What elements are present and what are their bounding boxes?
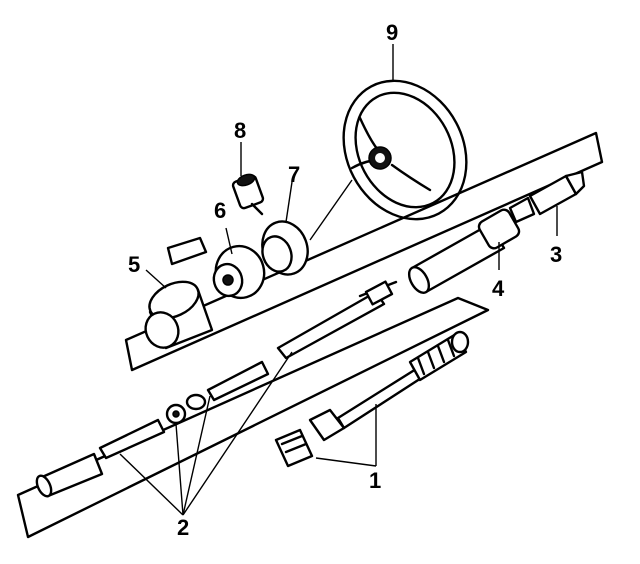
callout-9: 9 (386, 20, 398, 45)
callout-3: 3 (550, 242, 562, 267)
callout-5: 5 (128, 252, 140, 277)
leader-lines (119, 44, 558, 516)
steering-shaft (274, 330, 470, 468)
column-housing (144, 236, 214, 350)
upper-panel (124, 131, 604, 372)
callout-4: 4 (492, 276, 505, 301)
lever-end (528, 170, 586, 216)
bearing (212, 244, 266, 300)
callout-8: 8 (234, 118, 246, 143)
ignition-switch (231, 173, 265, 216)
cover-ring (261, 220, 309, 276)
upper-shaft (276, 280, 398, 360)
shift-tube (407, 196, 536, 294)
callout-1: 1 (369, 468, 381, 493)
steering-wheel (309, 79, 468, 241)
callout-7: 7 (288, 162, 300, 187)
callout-6: 6 (214, 198, 226, 223)
intermediate-shaft (35, 360, 270, 498)
lower-panel (16, 296, 490, 539)
callout-2: 2 (177, 515, 189, 540)
